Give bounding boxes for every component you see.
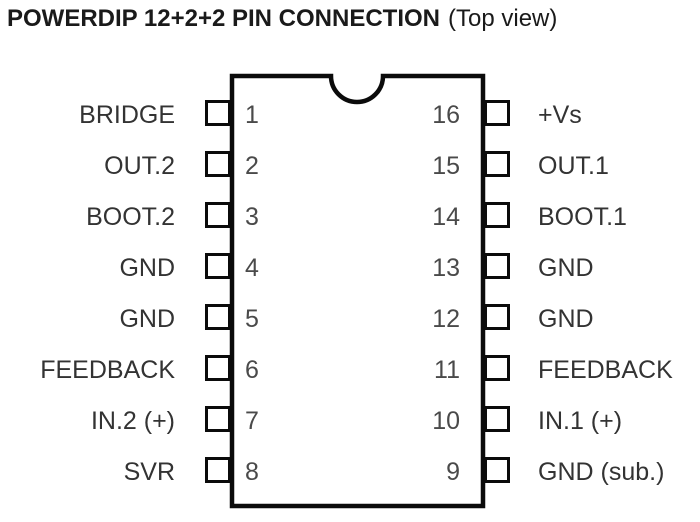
pin-10-pad	[484, 406, 510, 432]
pin-12-number: 12	[432, 305, 460, 333]
pin-13-label: GND	[538, 254, 594, 282]
diagram-title: POWERDIP 12+2+2 PIN CONNECTION (Top view)	[7, 5, 557, 33]
pin-16-pad	[484, 100, 510, 126]
pin-1-pad	[205, 100, 231, 126]
pin-3-number: 3	[245, 203, 259, 231]
pin-8-pad	[205, 457, 231, 483]
title-view-note: (Top view)	[448, 5, 558, 32]
pin-8-label: SVR	[123, 458, 175, 486]
pin-6-number: 6	[245, 356, 259, 384]
pin-15-label: OUT.1	[538, 152, 609, 180]
pin-2-number: 2	[245, 152, 259, 180]
pin-6-label: FEEDBACK	[40, 356, 175, 384]
pin-15-pad	[484, 151, 510, 177]
pin-10-label: IN.1 (+)	[538, 407, 623, 435]
pin-5-number: 5	[245, 305, 259, 333]
pin-6-pad	[205, 355, 231, 381]
package-body-with-notch	[229, 73, 486, 509]
pin-3-pad	[205, 202, 231, 228]
pin-4-number: 4	[245, 254, 259, 282]
pin-9-number: 9	[446, 458, 460, 486]
pin-11-number: 11	[434, 356, 460, 384]
pin-11-pad	[484, 355, 510, 381]
pin-4-label: GND	[119, 254, 175, 282]
pin-16-label: +Vs	[538, 101, 582, 129]
pin-13-pad	[484, 253, 510, 279]
pin-1-number: 1	[245, 101, 259, 129]
pin-2-label: OUT.2	[104, 152, 175, 180]
pin-13-number: 13	[432, 254, 460, 282]
pin-11-label: FEEDBACK	[538, 356, 673, 384]
pin-1-label: BRIDGE	[79, 101, 175, 129]
pin-14-label: BOOT.1	[538, 203, 627, 231]
pin-12-pad	[484, 304, 510, 330]
pin-3-label: BOOT.2	[86, 203, 175, 231]
pin-14-number: 14	[432, 203, 460, 231]
pin-9-label: GND (sub.)	[538, 458, 665, 486]
pin-7-number: 7	[245, 407, 259, 435]
pin-9-pad	[484, 457, 510, 483]
pin-8-number: 8	[245, 458, 259, 486]
pin-16-number: 16	[432, 101, 460, 129]
pin-14-pad	[484, 202, 510, 228]
pin-4-pad	[205, 253, 231, 279]
pin-15-number: 15	[432, 152, 460, 180]
pin-5-pad	[205, 304, 231, 330]
pin-7-pad	[205, 406, 231, 432]
pin-2-pad	[205, 151, 231, 177]
pin-5-label: GND	[119, 305, 175, 333]
pin-12-label: GND	[538, 305, 594, 333]
title-main: POWERDIP 12+2+2 PIN CONNECTION	[7, 5, 441, 32]
pin-10-number: 10	[432, 407, 460, 435]
pin-7-label: IN.2 (+)	[90, 407, 175, 435]
